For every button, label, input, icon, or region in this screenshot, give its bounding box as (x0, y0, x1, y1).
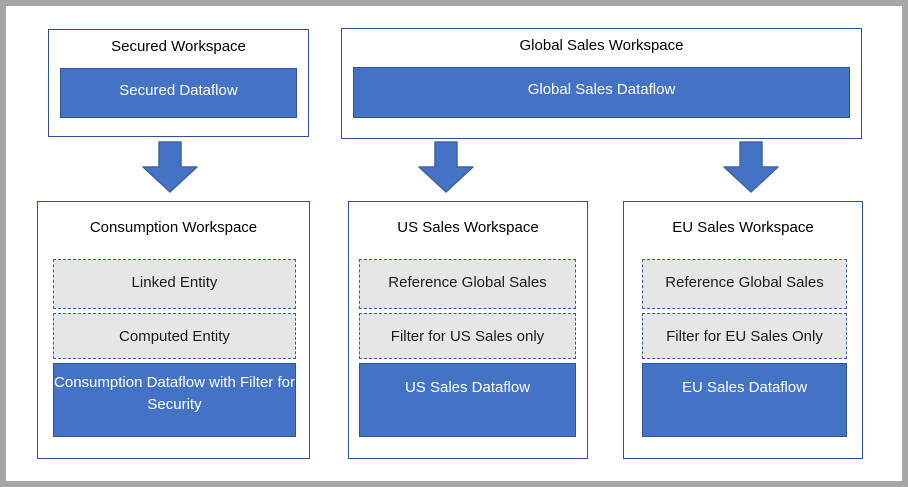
linked-entity-box: Linked Entity (53, 259, 296, 309)
us-sales-workspace-card: US Sales Workspace Reference Global Sale… (348, 201, 588, 459)
us-filter-box: Filter for US Sales only (359, 313, 576, 359)
arrow-down-icon-global-to-eu (723, 141, 779, 193)
global-sales-workspace-title: Global Sales Workspace (519, 37, 684, 54)
us-sales-dataflow-box: US Sales Dataflow (359, 363, 576, 437)
consumption-workspace-card: Consumption Workspace Linked Entity Comp… (37, 201, 310, 459)
arrow-down-icon-secured-to-consumption (142, 141, 198, 193)
secured-dataflow-box: Secured Dataflow (60, 68, 297, 118)
eu-sales-workspace-card: EU Sales Workspace Reference Global Sale… (623, 201, 863, 459)
global-sales-workspace-card: Global Sales Workspace Global Sales Data… (341, 28, 862, 139)
us-sales-workspace-title: US Sales Workspace (397, 219, 539, 236)
us-reference-global-sales-box: Reference Global Sales (359, 259, 576, 309)
eu-reference-global-sales-box: Reference Global Sales (642, 259, 847, 309)
computed-entity-box: Computed Entity (53, 313, 296, 359)
consumption-workspace-title: Consumption Workspace (89, 219, 258, 236)
eu-sales-dataflow-box: EU Sales Dataflow (642, 363, 847, 437)
secured-workspace-card: Secured Workspace Secured Dataflow (48, 29, 309, 137)
arrow-down-icon-global-to-us (418, 141, 474, 193)
consumption-dataflow-box: Consumption Dataflow with Filter for Sec… (53, 363, 296, 437)
eu-filter-box: Filter for EU Sales Only (642, 313, 847, 359)
eu-sales-workspace-title: EU Sales Workspace (672, 219, 814, 236)
secured-workspace-title: Secured Workspace (111, 38, 246, 55)
global-sales-dataflow-box: Global Sales Dataflow (353, 67, 850, 118)
